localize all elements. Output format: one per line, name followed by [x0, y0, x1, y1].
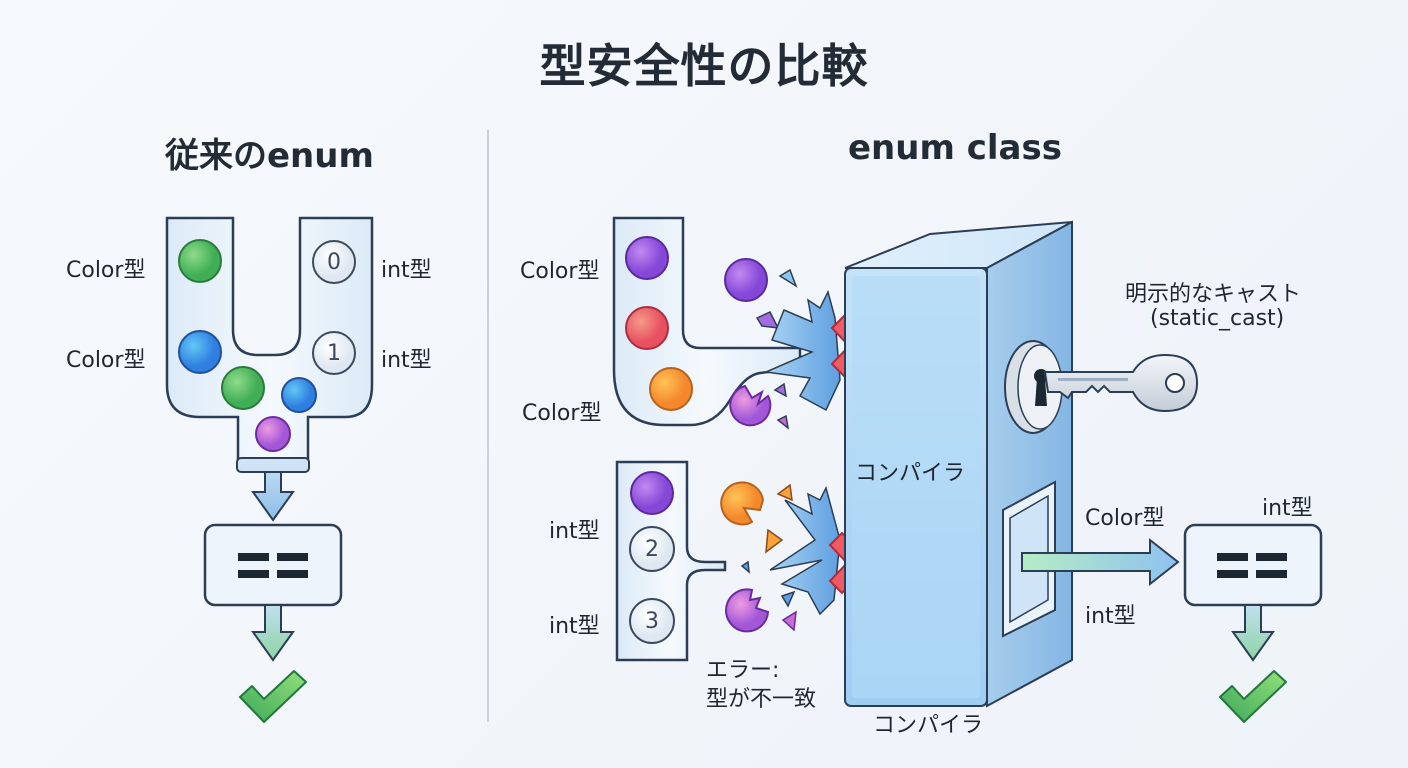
blue-ball	[178, 330, 222, 374]
shard-fragments	[755, 268, 798, 430]
orange-ball	[649, 367, 693, 411]
flow-arrow-down-icon	[1231, 604, 1275, 662]
static-cast-label: (static_cast)	[1150, 306, 1285, 331]
broken-pink-ball	[729, 384, 772, 427]
red-ball	[625, 306, 669, 350]
page-title: 型安全性の比較	[539, 39, 869, 93]
green-ball	[221, 366, 265, 410]
int-type-label: int型	[1085, 604, 1136, 629]
compiler-label: コンパイラ	[855, 461, 966, 486]
left-compare-box	[203, 523, 343, 607]
color-type-label: Color型	[66, 348, 146, 373]
key-icon	[1043, 353, 1199, 413]
int-ball-2	[629, 526, 675, 572]
color-type-label: Color型	[520, 259, 600, 284]
int-type-label: int型	[549, 614, 600, 639]
blue-ball	[281, 377, 317, 413]
int-ball-3	[629, 598, 675, 644]
section-divider	[487, 130, 489, 722]
broken-pink-ball	[725, 588, 770, 633]
flow-arrow-down-icon	[251, 471, 295, 522]
checkmark-icon	[1219, 670, 1287, 723]
right-heading: enum class	[848, 128, 1062, 168]
flow-arrow-down-icon	[251, 604, 295, 662]
purple-ball	[625, 236, 669, 280]
purple-ball	[724, 258, 768, 302]
impact-burst-icon	[769, 485, 841, 616]
int-ball-0	[312, 240, 356, 284]
left-heading: 従来のenum	[165, 136, 374, 176]
green-ball	[178, 239, 222, 283]
impact-burst-icon	[763, 289, 841, 412]
int-value-3: 3	[645, 609, 659, 634]
color-type-label: Color型	[522, 401, 602, 426]
int-value-0: 0	[327, 250, 341, 275]
broken-orange-ball	[720, 481, 765, 526]
color-type-label: Color型	[1085, 506, 1165, 531]
int-type-label: int型	[381, 258, 432, 283]
equals-icon	[1217, 553, 1287, 578]
int-value-2: 2	[645, 537, 659, 562]
checkmark-icon	[239, 670, 307, 723]
cast-arrow-icon	[1021, 537, 1180, 587]
purple-ball	[630, 471, 674, 515]
int-type-label: int型	[549, 519, 600, 544]
equals-icon	[238, 553, 308, 578]
keyhole-icon	[1004, 340, 1063, 434]
color-type-label: Color型	[66, 258, 146, 283]
int-value-1: 1	[327, 341, 341, 366]
error-message-line1: エラー:	[706, 658, 780, 683]
shard-fragments	[740, 483, 797, 632]
right-compare-box	[1183, 523, 1323, 607]
compiler-label: コンパイラ	[873, 713, 984, 738]
int-ball-1	[312, 331, 356, 375]
explicit-cast-label: 明示的なキャスト	[1125, 282, 1302, 307]
int-type-label: int型	[1262, 496, 1313, 521]
pink-ball	[255, 416, 291, 452]
int-type-label: int型	[381, 348, 432, 373]
error-message-line2: 型が不一致	[706, 687, 817, 712]
